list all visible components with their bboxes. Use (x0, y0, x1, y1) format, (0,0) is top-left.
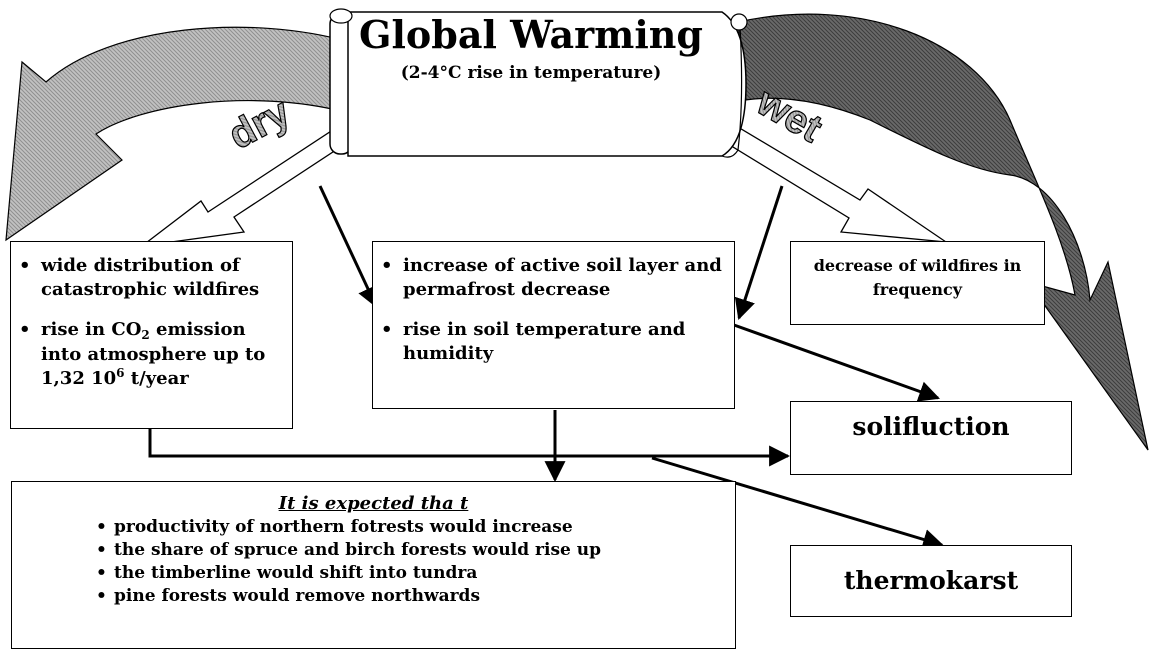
wet-curved-arrow (737, 13, 1149, 451)
arrow-left-to-solifluction (148, 428, 791, 467)
wildfire-decrease-text: decrease of wildfires in frequency (813, 256, 1022, 299)
active-layer-text: increase of active soil layer and permaf… (403, 255, 722, 300)
co2-item: rise in CO2 emission into atmosphere up … (11, 318, 292, 392)
solifluction-label: solifluction (852, 412, 1010, 441)
main-title: Global Warming (359, 12, 703, 57)
wet-effects-box: decrease of wildfires in frequency (790, 241, 1045, 325)
arrow-title-to-middle-right (734, 185, 784, 320)
co2-subscript: 2 (141, 328, 150, 342)
co2-text-post: t/year (124, 368, 189, 389)
thermokarst-label: thermokarst (843, 566, 1019, 595)
solifluction-box: solifluction (790, 401, 1072, 475)
thermokarst-box: thermokarst (790, 545, 1072, 617)
dry-effects-box: wide distribution of catastrophic wildfi… (10, 241, 293, 429)
active-layer-item: increase of active soil layer and permaf… (373, 254, 734, 302)
co2-text-pre: rise in CO (41, 319, 142, 340)
expected-item: the timberline would shift into tundra (92, 562, 735, 585)
arrow-title-to-middle (318, 185, 378, 308)
expected-item: the share of spruce and birch forests wo… (92, 539, 735, 562)
wildfires-item: wide distribution of catastrophic wildfi… (11, 254, 292, 302)
soil-temperature-text: rise in soil temperature and humidity (403, 319, 686, 364)
expected-item: pine forests would remove northwards (92, 585, 735, 608)
expected-title: It is expected tha t (278, 493, 469, 514)
soil-temperature-item: rise in soil temperature and humidity (373, 318, 734, 366)
co2-text-mid: emission into atmosphere up to 1,32 10 (41, 319, 266, 389)
arrow-to-thermokarst (651, 456, 945, 550)
arrow-middle-to-solifluction (733, 323, 940, 402)
co2-superscript: 6 (116, 366, 125, 380)
wildfires-text: wide distribution of catastrophic wildfi… (41, 255, 260, 300)
title-scroll (329, 8, 748, 158)
dry-curved-arrow (5, 26, 351, 242)
expected-item: productivity of northern fotrests would … (92, 516, 735, 539)
expected-list: productivity of northern fotrests would … (92, 516, 735, 608)
expected-box: It is expected tha t productivity of nor… (11, 481, 736, 649)
sub-title: (2-4°C rise in temperature) (400, 63, 662, 83)
title-block: Global Warming (2-4°C rise in temperatur… (346, 10, 716, 86)
soil-effects-box: increase of active soil layer and permaf… (372, 241, 735, 409)
